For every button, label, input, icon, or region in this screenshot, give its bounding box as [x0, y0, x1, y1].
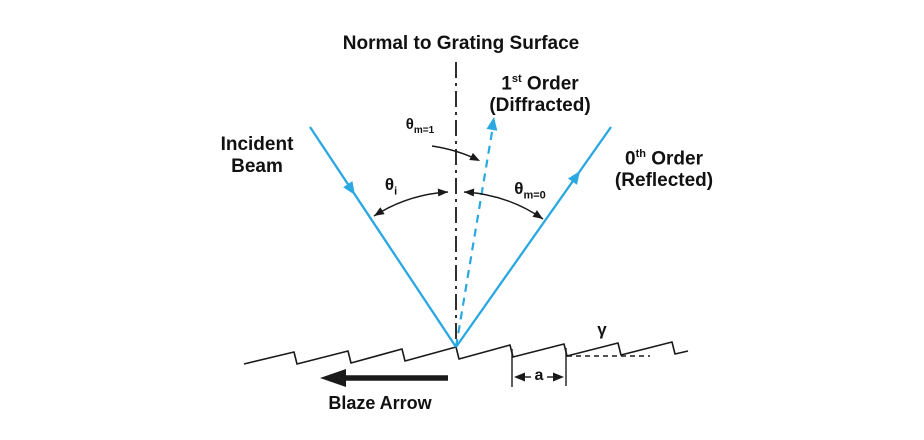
- incident-beam-line: [309, 126, 457, 348]
- theta-i-arc-arrow-right-icon: [437, 188, 448, 197]
- reflected-beam-arrowhead-icon: [568, 171, 580, 185]
- zeroth-order-label: 0th Order (Reflected): [615, 143, 713, 192]
- theta-i-label: θi: [384, 175, 398, 198]
- blaze-arrow-head-icon: [320, 369, 346, 387]
- zeroth-order-superscript: th: [635, 148, 646, 160]
- normal-label: Normal to Grating Surface: [342, 33, 580, 54]
- theta-m0-label: θm=0: [514, 179, 546, 202]
- diffracted-beam-line: [454, 119, 496, 348]
- first-order-line1: 1st Order: [501, 73, 579, 95]
- groove-spacing-arrow-right-icon: [553, 372, 564, 382]
- first-order-line2: (Diffracted): [489, 95, 591, 117]
- theta-m1-label: θm=1: [405, 116, 435, 136]
- theta-i-arc-arrow-left-icon: [374, 207, 385, 216]
- diffracted-beam-arrowhead-icon: [486, 117, 498, 131]
- grating-surface-profile: [243, 341, 689, 365]
- first-order-superscript: st: [511, 73, 522, 85]
- blaze-arrow-label: Blaze Arrow: [328, 393, 432, 413]
- theta-m0-arc-arrow-left-icon: [464, 188, 475, 197]
- theta-m1-pointer-arrowhead-icon: [469, 152, 480, 161]
- zeroth-order-line2: (Reflected): [614, 170, 714, 192]
- reflected-beam-line: [455, 126, 612, 348]
- blaze-angle-gamma-label: γ: [597, 320, 607, 339]
- incident-line1: Incident: [220, 134, 294, 155]
- zeroth-order-line1: 0th Order: [625, 148, 703, 170]
- incident-beam-arrowhead-icon: [343, 181, 355, 195]
- groove-spacing-arrow-left-icon: [514, 372, 525, 382]
- groove-spacing-label: a: [534, 367, 544, 384]
- theta-m0-arc-arrow-right-icon: [532, 210, 543, 219]
- incident-beam-label: Incident Beam: [221, 134, 294, 178]
- incident-line2: Beam: [231, 156, 283, 177]
- first-order-label: 1st Order (Diffracted): [489, 68, 590, 117]
